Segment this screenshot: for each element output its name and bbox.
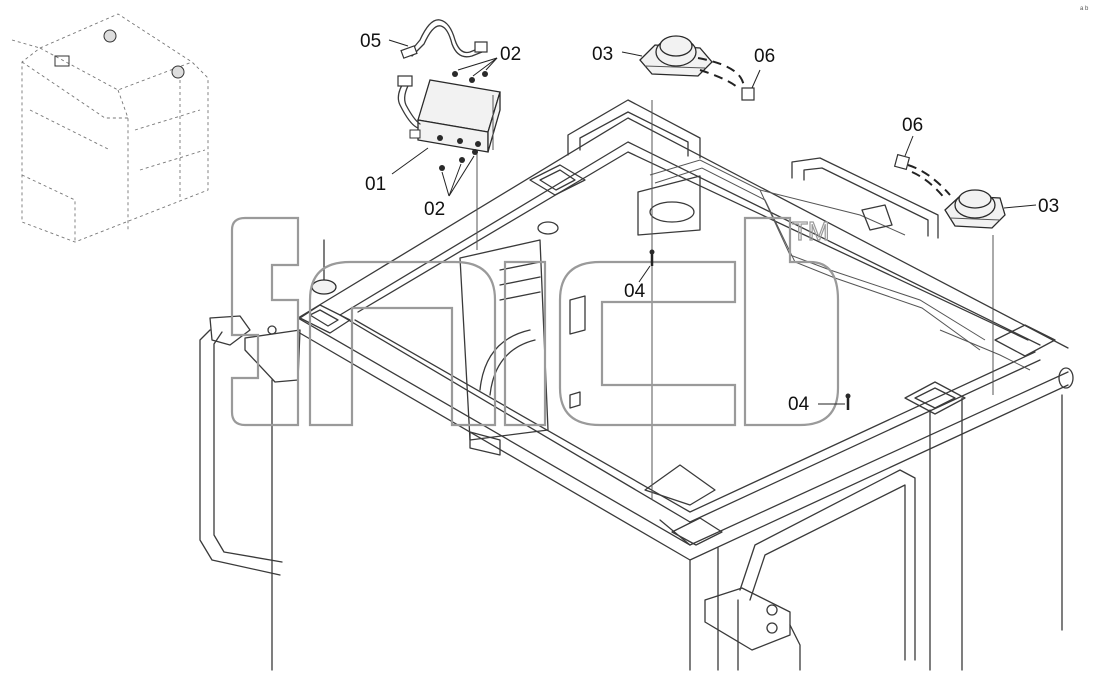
part-02-screws [439, 71, 488, 171]
callout-06-rear: 06 [754, 46, 775, 67]
callout-labels: 01 02 02 03 03 04 04 05 06 06 [360, 31, 1059, 415]
cab-roof-frame [199, 99, 1074, 671]
part-03-speaker-right [944, 189, 1006, 229]
part-03-speaker-rear [639, 35, 713, 77]
callout-02-top: 02 [500, 44, 521, 65]
part-06-connector-rear [697, 57, 755, 101]
part-04-bolts [649, 249, 851, 410]
callout-leaders [388, 39, 1037, 405]
callout-05: 05 [360, 31, 381, 52]
callout-01: 01 [365, 174, 386, 195]
callout-04-rear: 04 [624, 281, 646, 302]
trademark-symbol: TM [792, 216, 830, 246]
callout-03-right: 03 [1038, 196, 1059, 217]
watermark-logo: TM [230, 215, 840, 427]
callout-03-rear: 03 [592, 44, 613, 65]
part-01-module [409, 79, 501, 153]
callout-04-right: 04 [788, 394, 810, 415]
callout-02-bottom: 02 [424, 199, 445, 220]
cab-location-thumbnail [11, 13, 209, 243]
callout-06-right: 06 [902, 115, 923, 136]
corner-mark: a b [1080, 6, 1089, 12]
part-05-harness [397, 19, 488, 129]
part-06-connector-right [893, 153, 951, 201]
